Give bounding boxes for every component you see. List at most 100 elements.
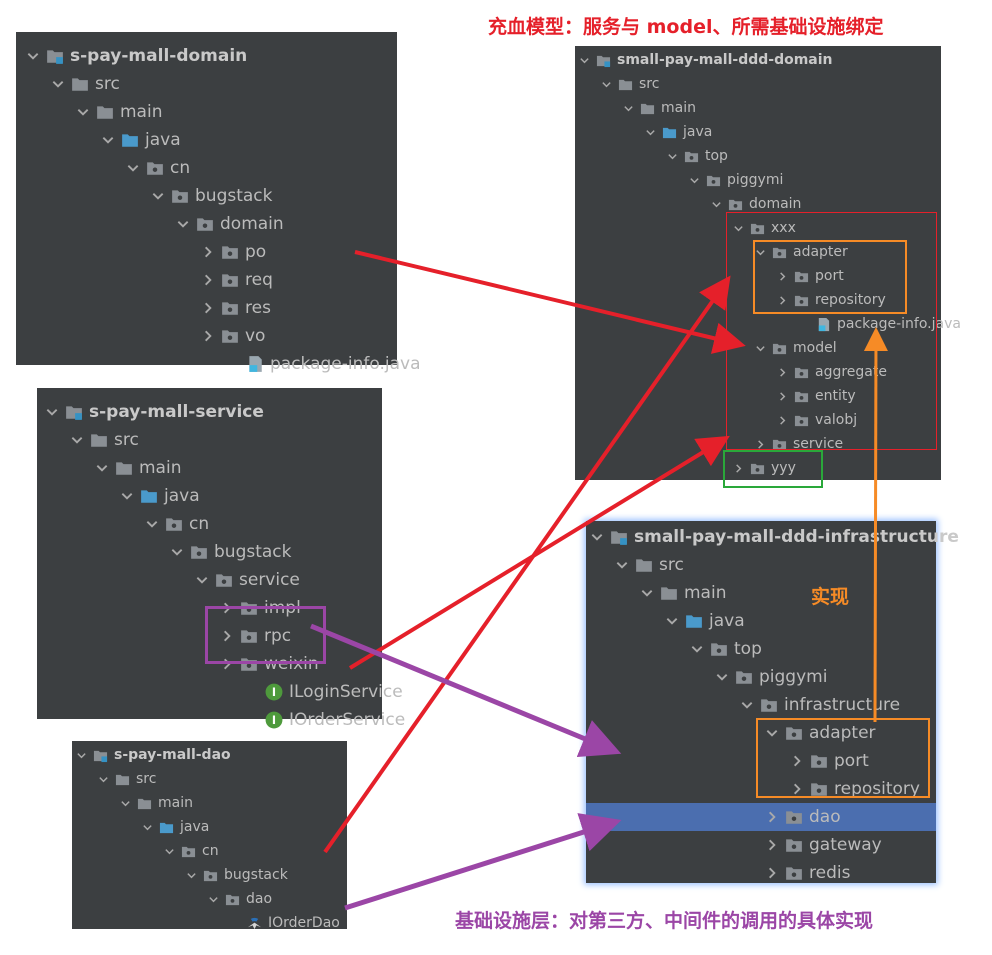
tree-row-package-info-java[interactable]: package-info.java [16,350,421,378]
tree-row-yyy[interactable]: yyy [575,456,941,480]
tree-row-main[interactable]: main [37,454,382,482]
tree-row-domain[interactable]: domain [575,192,941,216]
tree-row-s-pay-mall-service[interactable]: s-pay-mall-service [37,398,382,426]
chevron-down-icon[interactable] [715,670,729,684]
tree-row-gateway[interactable]: gateway [586,831,936,859]
chevron-down-icon[interactable] [615,558,629,572]
tree-row-dao[interactable]: dao [586,803,936,831]
chevron-down-icon[interactable] [151,189,165,203]
chevron-right-icon[interactable] [220,629,234,643]
tree-row-java[interactable]: java [37,482,382,510]
chevron-right-icon[interactable] [790,782,804,796]
chevron-down-icon[interactable] [26,49,40,63]
chevron-down-icon[interactable] [45,405,59,419]
tree-row-po[interactable]: po [16,238,397,266]
chevron-right-icon[interactable] [777,367,788,378]
tree-row-java[interactable]: java [586,607,936,635]
tree-row-service[interactable]: service [37,566,382,594]
tree-row-bugstack[interactable]: bugstack [72,863,347,887]
tree-row-domain[interactable]: domain [16,210,397,238]
tree-row-java[interactable]: java [575,120,941,144]
chevron-down-icon[interactable] [667,151,678,162]
tree-row-small-pay-mall-ddd-domain[interactable]: small-pay-mall-ddd-domain [575,48,941,72]
chevron-right-icon[interactable] [777,295,788,306]
chevron-down-icon[interactable] [126,161,140,175]
chevron-right-icon[interactable] [755,439,766,450]
chevron-right-icon[interactable] [765,810,779,824]
tree-row-src[interactable]: src [575,72,941,96]
chevron-down-icon[interactable] [120,489,134,503]
tree-row-bugstack[interactable]: bugstack [37,538,382,566]
chevron-down-icon[interactable] [76,105,90,119]
tree-row-top[interactable]: top [575,144,941,168]
tree-row-res[interactable]: res [16,294,397,322]
tree-row-cn[interactable]: cn [16,154,397,182]
chevron-right-icon[interactable] [790,754,804,768]
tree-row-top[interactable]: top [586,635,936,663]
tree-row-small-pay-mall-ddd-infrastructure[interactable]: small-pay-mall-ddd-infrastructure [586,523,959,551]
tree-row-s-pay-mall-dao[interactable]: s-pay-mall-dao [72,743,347,767]
tree-row-bugstack[interactable]: bugstack [16,182,397,210]
chevron-right-icon[interactable] [777,271,788,282]
tree-row-xxx[interactable]: xxx [575,216,941,240]
tree-row-cn[interactable]: cn [72,839,347,863]
chevron-right-icon[interactable] [201,329,215,343]
tree-row-model[interactable]: model [575,336,941,360]
chevron-down-icon[interactable] [590,530,604,544]
tree-row-vo[interactable]: vo [16,322,397,350]
chevron-down-icon[interactable] [142,822,153,833]
chevron-down-icon[interactable] [176,217,190,231]
chevron-down-icon[interactable] [665,614,679,628]
chevron-right-icon[interactable] [201,245,215,259]
tree-row-repository[interactable]: repository [575,288,941,312]
tree-row-valobj[interactable]: valobj [575,408,941,432]
chevron-down-icon[interactable] [740,698,754,712]
tree-row-java[interactable]: java [16,126,397,154]
tree-row-main[interactable]: main [16,98,397,126]
chevron-down-icon[interactable] [101,133,115,147]
chevron-down-icon[interactable] [690,642,704,656]
tree-row-piggymi[interactable]: piggymi [586,663,936,691]
tree-row-adapter[interactable]: adapter [575,240,941,264]
tree-row-port[interactable]: port [575,264,941,288]
chevron-down-icon[interactable] [70,433,84,447]
chevron-right-icon[interactable] [765,838,779,852]
chevron-right-icon[interactable] [201,301,215,315]
tree-row-dao[interactable]: dao [72,887,347,911]
tree-row-adapter[interactable]: adapter [586,719,936,747]
tree-row-s-pay-mall-domain[interactable]: s-pay-mall-domain [16,42,397,70]
chevron-down-icon[interactable] [755,247,766,258]
tree-row-rpc[interactable]: rpc [37,622,382,650]
chevron-down-icon[interactable] [98,774,109,785]
chevron-down-icon[interactable] [208,894,219,905]
chevron-right-icon[interactable] [777,415,788,426]
tree-row-src[interactable]: src [586,551,936,579]
chevron-down-icon[interactable] [640,586,654,600]
chevron-right-icon[interactable] [220,657,234,671]
chevron-down-icon[interactable] [120,798,131,809]
tree-row-java[interactable]: java [72,815,347,839]
tree-row-repository[interactable]: repository [586,775,936,803]
chevron-down-icon[interactable] [689,175,700,186]
chevron-right-icon[interactable] [201,273,215,287]
chevron-down-icon[interactable] [145,517,159,531]
chevron-down-icon[interactable] [95,461,109,475]
chevron-right-icon[interactable] [765,866,779,880]
chevron-down-icon[interactable] [186,870,197,881]
chevron-down-icon[interactable] [765,726,779,740]
chevron-down-icon[interactable] [579,55,590,66]
tree-row-entity[interactable]: entity [575,384,941,408]
tree-row-iorderdao[interactable]: IOrderDao [72,911,347,935]
tree-row-main[interactable]: main [72,791,347,815]
tree-row-piggymi[interactable]: piggymi [575,168,941,192]
tree-row-aggregate[interactable]: aggregate [575,360,941,384]
chevron-down-icon[interactable] [164,846,175,857]
chevron-right-icon[interactable] [733,463,744,474]
chevron-down-icon[interactable] [76,750,87,761]
tree-row-src[interactable]: src [37,426,382,454]
tree-row-req[interactable]: req [16,266,397,294]
chevron-down-icon[interactable] [51,77,65,91]
chevron-down-icon[interactable] [601,79,612,90]
